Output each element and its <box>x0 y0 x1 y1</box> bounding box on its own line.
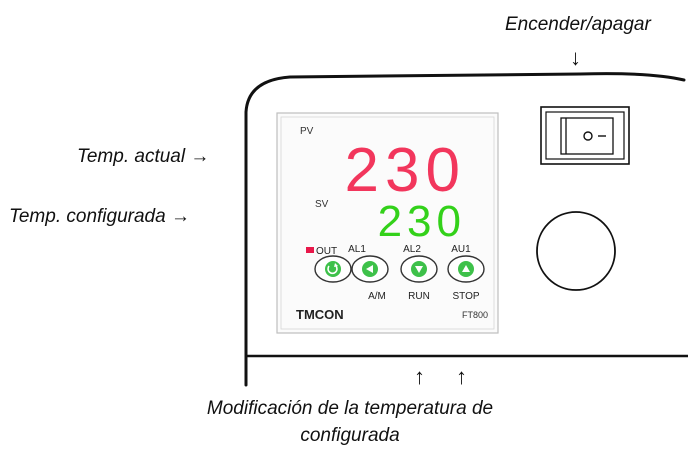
out-button[interactable] <box>314 255 352 283</box>
am-label: A/M <box>368 291 386 302</box>
arrow-down-icon <box>415 266 423 273</box>
modify-annotation-line2: configurada <box>300 425 400 446</box>
rocker-switch-icon <box>560 117 614 155</box>
sv-display: 230 <box>378 197 466 246</box>
arrow-left-icon <box>366 265 373 273</box>
arrow-up-icon <box>462 265 470 272</box>
au1-label: AU1 <box>451 244 471 255</box>
power-arrow: ↓ <box>570 45 581 70</box>
al2-label: AL2 <box>403 244 421 255</box>
al1-button[interactable] <box>351 255 389 283</box>
modify-arrow-left: ↑ <box>414 364 425 389</box>
au1-button[interactable] <box>447 255 485 283</box>
stop-label: STOP <box>452 291 479 302</box>
current-temp-annotation: Temp. actual → <box>77 146 209 168</box>
power-annotation: Encender/apagar <box>505 14 651 35</box>
brand-logo: TMCON <box>296 307 344 322</box>
refresh-icon <box>327 265 338 275</box>
temperature-controller: PV 230 SV 230 OUT AL1 AL2 AU1 <box>276 112 499 334</box>
run-label: RUN <box>408 291 430 302</box>
pv-display: 230 <box>345 136 466 205</box>
round-knob-icon[interactable] <box>536 211 616 291</box>
enclosure-outline <box>244 72 686 387</box>
set-temp-annotation: Temp. configurada → <box>9 206 190 228</box>
al2-button[interactable] <box>400 255 438 283</box>
current-temp-arrow: → <box>190 146 210 167</box>
model-label: FT800 <box>462 310 488 320</box>
out-led <box>306 247 314 253</box>
set-temp-arrow: → <box>170 206 190 227</box>
modify-arrow-right: ↑ <box>456 364 467 389</box>
al1-label: AL1 <box>348 244 366 255</box>
set-temp-label: Temp. configurada <box>9 206 166 227</box>
out-label: OUT <box>316 246 337 257</box>
power-switch[interactable] <box>540 106 630 165</box>
sv-label: SV <box>315 199 329 210</box>
current-temp-label: Temp. actual <box>77 146 186 167</box>
pv-label: PV <box>300 126 314 137</box>
modify-annotation-line1: Modificación de la temperatura de <box>206 398 494 419</box>
